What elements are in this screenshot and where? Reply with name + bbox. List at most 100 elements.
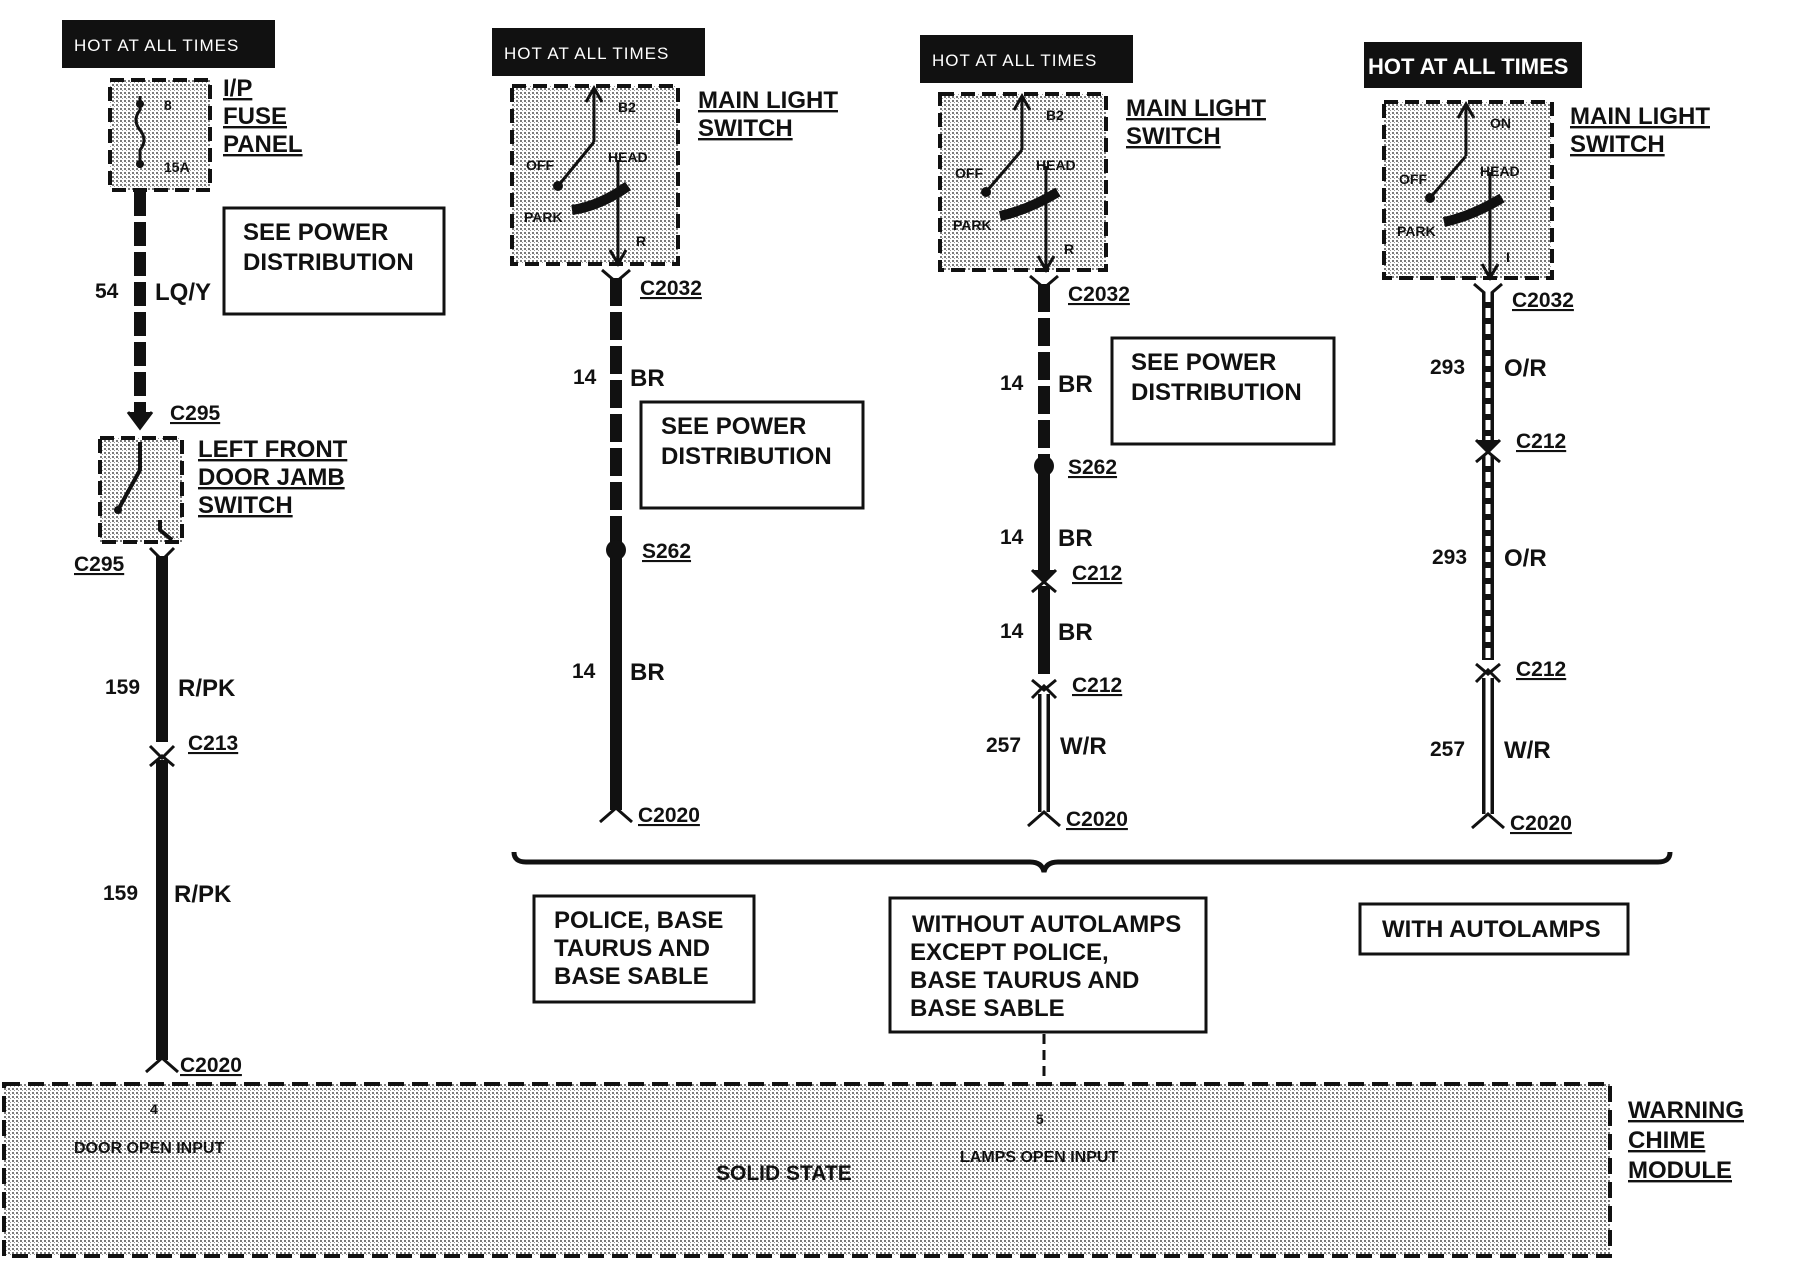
ms2-b2: B2 bbox=[1046, 107, 1064, 123]
ms1-title-2: SWITCH bbox=[698, 115, 793, 142]
module-solid-state: SOLID STATE bbox=[716, 1162, 852, 1185]
header-hot-1-text: HOT AT ALL TIMES bbox=[74, 36, 239, 55]
wire-257-col3-num: 257 bbox=[986, 734, 1021, 757]
fuse-number: 8 bbox=[164, 97, 172, 113]
ms2-title-1: MAIN LIGHT bbox=[1126, 95, 1266, 122]
ms3-c212-b: C212 bbox=[1516, 658, 1566, 681]
wire-159-upper-num: 159 bbox=[105, 676, 140, 699]
see-power-box-3: SEE POWER DISTRIBUTION bbox=[1110, 336, 1336, 446]
ms3-head: HEAD bbox=[1480, 163, 1520, 179]
wire-14-col2-upper-color: BR bbox=[630, 365, 665, 392]
fuse-title-1: I/P bbox=[223, 75, 252, 102]
wire-257-col4-color: W/R bbox=[1504, 737, 1551, 764]
header-hot-4-text: HOT AT ALL TIMES bbox=[1368, 54, 1568, 79]
wire-14-col2-lower-num: 14 bbox=[572, 660, 596, 683]
option-brace bbox=[511, 851, 1673, 873]
ms2-c212-a: C212 bbox=[1072, 562, 1122, 585]
conn-c2020-col1: C2020 bbox=[180, 1054, 242, 1077]
ms3-conn-c2032: C2032 bbox=[1512, 289, 1574, 312]
wire-159-lower-color: R/PK bbox=[174, 881, 232, 908]
wire-293-upper-num: 293 bbox=[1430, 356, 1465, 379]
wire-14-col3-upper-num: 14 bbox=[1000, 372, 1024, 395]
option-box-without-autolamps: WITHOUT AUTOLAMPS EXCEPT POLICE, BASE TA… bbox=[888, 896, 1208, 1034]
see-power-3-l1: SEE POWER bbox=[1131, 349, 1276, 376]
module-title-3: MODULE bbox=[1628, 1157, 1732, 1184]
see-power-2-l1: SEE POWER bbox=[661, 413, 806, 440]
ms1-s262: S262 bbox=[642, 540, 691, 563]
ms3-title-2: SWITCH bbox=[1570, 131, 1665, 158]
ms3-park: PARK bbox=[1397, 223, 1436, 239]
header-hot-3: HOT AT ALL TIMES bbox=[920, 35, 1133, 83]
conn-c213: C213 bbox=[188, 732, 238, 755]
ms2-conn-c2032: C2032 bbox=[1068, 283, 1130, 306]
door-switch-title-1: LEFT FRONT bbox=[198, 436, 348, 463]
main-switch-3: ON OFF HEAD PARK I bbox=[1382, 100, 1554, 282]
see-power-box-2: SEE POWER DISTRIBUTION bbox=[639, 400, 865, 510]
option-box-police: POLICE, BASE TAURUS AND BASE SABLE bbox=[532, 894, 756, 1004]
see-power-1-l1: SEE POWER bbox=[243, 219, 388, 246]
wire-293-lower-color: O/R bbox=[1504, 545, 1547, 572]
door-jamb-switch bbox=[98, 436, 184, 544]
wire-54-num: 54 bbox=[95, 280, 119, 303]
door-switch-title-3: SWITCH bbox=[198, 492, 293, 519]
main-switch-1: B2 OFF HEAD PARK R bbox=[510, 84, 680, 268]
module-lamps-input: LAMPS OPEN INPUT bbox=[960, 1149, 1118, 1166]
wire-14-col3-mid-color: BR bbox=[1058, 525, 1093, 552]
ms2-head: HEAD bbox=[1036, 157, 1076, 173]
ms3-title-1: MAIN LIGHT bbox=[1570, 103, 1710, 130]
ms2-park: PARK bbox=[953, 217, 992, 233]
police-l1: POLICE, BASE bbox=[554, 907, 723, 934]
fuse-panel: 8 15A bbox=[108, 78, 212, 192]
ms1-b2: B2 bbox=[618, 99, 636, 115]
wire-293-lower-num: 293 bbox=[1432, 546, 1467, 569]
wire-257-col3-color: W/R bbox=[1060, 733, 1107, 760]
door-switch-title-2: DOOR JAMB bbox=[198, 464, 345, 491]
header-hot-3-text: HOT AT ALL TIMES bbox=[932, 51, 1097, 70]
conn-c2020-col4: C2020 bbox=[1510, 812, 1572, 835]
ms2-title-2: SWITCH bbox=[1126, 123, 1221, 150]
wire-54-color: LQ/Y bbox=[155, 279, 211, 306]
see-power-3-l2: DISTRIBUTION bbox=[1131, 379, 1302, 406]
with-autolamps-text: WITH AUTOLAMPS bbox=[1382, 916, 1601, 943]
ms1-off: OFF bbox=[526, 157, 554, 173]
see-power-2-l2: DISTRIBUTION bbox=[661, 443, 832, 470]
ms1-r: R bbox=[636, 233, 646, 249]
see-power-1-l2: DISTRIBUTION bbox=[243, 249, 414, 276]
police-l3: BASE SABLE bbox=[554, 963, 709, 990]
ms1-park: PARK bbox=[524, 209, 563, 225]
option-box-with-autolamps: WITH AUTOLAMPS bbox=[1358, 902, 1630, 956]
ms3-c212-a: C212 bbox=[1516, 430, 1566, 453]
wire-159-upper-color: R/PK bbox=[178, 675, 236, 702]
splice-s262-col3 bbox=[1034, 456, 1054, 476]
wire-293-upper-color: O/R bbox=[1504, 355, 1547, 382]
header-hot-2: HOT AT ALL TIMES bbox=[492, 28, 705, 76]
header-hot-1: HOT AT ALL TIMES bbox=[62, 20, 275, 68]
fuse-title-3: PANEL bbox=[223, 131, 303, 158]
wire-14-col2-lower-color: BR bbox=[630, 659, 665, 686]
wire-14-col3-lower-color: BR bbox=[1058, 619, 1093, 646]
conn-c2020-col3: C2020 bbox=[1066, 808, 1128, 831]
module-pin-4: 4 bbox=[150, 1101, 158, 1117]
ms2-c212-b: C212 bbox=[1072, 674, 1122, 697]
module-pin-5: 5 bbox=[1036, 1111, 1044, 1127]
header-hot-2-text: HOT AT ALL TIMES bbox=[504, 44, 669, 63]
ms1-head: HEAD bbox=[608, 149, 648, 165]
without-l2: EXCEPT POLICE, bbox=[910, 939, 1109, 966]
ms1-conn-c2032: C2032 bbox=[640, 277, 702, 300]
wire-14-col3-upper-color: BR bbox=[1058, 371, 1093, 398]
splice-s262-col2 bbox=[606, 540, 626, 560]
wire-159-lower-num: 159 bbox=[103, 882, 138, 905]
module-title-1: WARNING bbox=[1628, 1097, 1744, 1124]
fuse-title-2: FUSE bbox=[223, 103, 287, 130]
fuse-amp: 15A bbox=[164, 159, 190, 175]
wire-14-col3-mid-num: 14 bbox=[1000, 526, 1024, 549]
conn-c295-bottom: C295 bbox=[74, 553, 125, 576]
see-power-box-1: SEE POWER DISTRIBUTION bbox=[222, 206, 446, 316]
ms2-r: R bbox=[1064, 241, 1074, 257]
warning-chime-module: 4 DOOR OPEN INPUT 5 LAMPS OPEN INPUT SOL… bbox=[2, 1082, 1612, 1258]
ms2-off: OFF bbox=[955, 165, 983, 181]
main-switch-2: B2 OFF HEAD PARK R bbox=[938, 92, 1108, 274]
conn-c295-top: C295 bbox=[170, 402, 221, 425]
module-door-input: DOOR OPEN INPUT bbox=[74, 1140, 224, 1157]
